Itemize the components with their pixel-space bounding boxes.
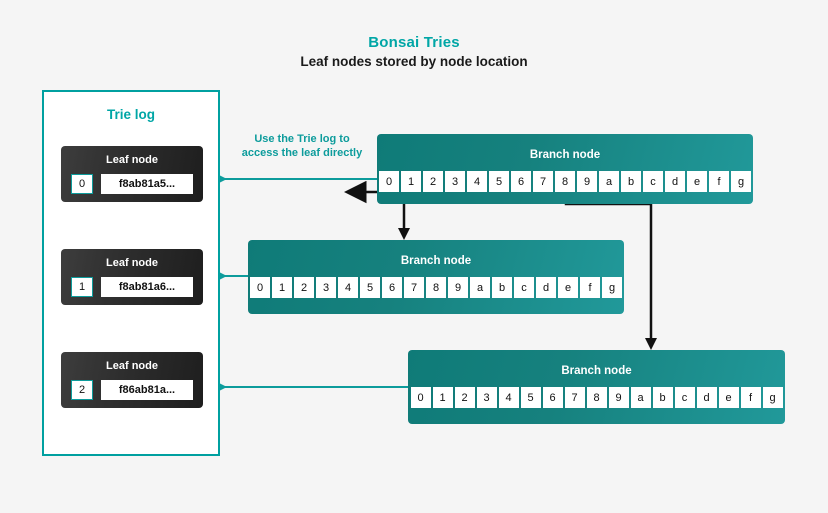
leaf-node-1-label: Leaf node [106, 257, 158, 269]
branch-cell-6[interactable]: 6 [542, 387, 563, 408]
trie-log-title: Trie log [106, 107, 155, 122]
branch-cell-5[interactable]: 5 [520, 387, 541, 408]
branch-cell-9[interactable]: 9 [577, 171, 597, 192]
branch-cell-b[interactable]: b [492, 277, 512, 298]
branch-cell-c[interactable]: c [643, 171, 663, 192]
leaf-node-2-index: 2 [71, 380, 93, 400]
leaf-node-1-hash: f8ab81a6... [101, 277, 193, 297]
branch-cell-9[interactable]: 9 [448, 277, 468, 298]
branch-cell-g[interactable]: g [602, 277, 622, 298]
branch-cell-8[interactable]: 8 [555, 171, 575, 192]
branch-cell-e[interactable]: e [558, 277, 578, 298]
leaf-node-2-hash: f86ab81a... [101, 380, 193, 400]
branch-cell-3[interactable]: 3 [476, 387, 497, 408]
branch-cell-1[interactable]: 1 [272, 277, 292, 298]
branch-cell-0[interactable]: 0 [410, 387, 431, 408]
leaf-node-1-index: 1 [71, 277, 93, 297]
arrowhead-branch3 [645, 338, 657, 350]
branch-cell-a[interactable]: a [599, 171, 619, 192]
branch-cell-d[interactable]: d [536, 277, 556, 298]
branch-node-3-label: Branch node [561, 365, 632, 377]
page-subtitle: Leaf nodes stored by node location [300, 54, 528, 69]
branch-cell-4[interactable]: 4 [498, 387, 519, 408]
branch-cell-e[interactable]: e [718, 387, 739, 408]
branch-cell-2[interactable]: 2 [454, 387, 475, 408]
branch-cell-f[interactable]: f [709, 171, 729, 192]
leaf-node-0-index: 0 [71, 174, 93, 194]
arrowhead-branch2 [398, 228, 410, 240]
branch-cell-7[interactable]: 7 [404, 277, 424, 298]
annotation-line-1: Use the Trie log to [254, 133, 350, 145]
branch-cell-b[interactable]: b [652, 387, 673, 408]
branch-cell-b[interactable]: b [621, 171, 641, 192]
branch-cell-9[interactable]: 9 [608, 387, 629, 408]
leaf-node-2-label: Leaf node [106, 360, 158, 372]
branch-cell-1[interactable]: 1 [401, 171, 421, 192]
branch-cell-5[interactable]: 5 [489, 171, 509, 192]
branch-cell-1[interactable]: 1 [432, 387, 453, 408]
branch-node-2-label: Branch node [400, 255, 472, 267]
page-title: Bonsai Tries [368, 34, 460, 51]
branch-cell-2[interactable]: 2 [294, 277, 314, 298]
branch-cell-c[interactable]: c [514, 277, 534, 298]
branch-cell-6[interactable]: 6 [382, 277, 402, 298]
leaf-node-0-hash: f8ab81a5... [101, 174, 193, 194]
branch-cell-2[interactable]: 2 [423, 171, 443, 192]
branch-cell-d[interactable]: d [665, 171, 685, 192]
branch-node-1-label: Branch node [529, 149, 601, 161]
branch-cell-4[interactable]: 4 [338, 277, 358, 298]
leaf-node-2[interactable]: Leaf node 2 f86ab81a... [61, 352, 203, 408]
branch-cell-e[interactable]: e [687, 171, 707, 192]
annotation-trie-log-access: Use the Trie log to access the leaf dire… [226, 132, 378, 160]
branch-cell-4[interactable]: 4 [467, 171, 487, 192]
branch-cell-d[interactable]: d [696, 387, 717, 408]
branch-cell-g[interactable]: g [762, 387, 783, 408]
leaf-node-0-label: Leaf node [106, 154, 158, 166]
branch-cell-a[interactable]: a [470, 277, 490, 298]
branch-cell-f[interactable]: f [580, 277, 600, 298]
branch-cell-6[interactable]: 6 [511, 171, 531, 192]
branch-cell-0[interactable]: 0 [250, 277, 270, 298]
leaf-node-0[interactable]: Leaf node 0 f8ab81a5... [61, 146, 203, 202]
branch-cell-0[interactable]: 0 [379, 171, 399, 192]
branch-cell-a[interactable]: a [630, 387, 651, 408]
branch-cell-7[interactable]: 7 [533, 171, 553, 192]
branch-cell-f[interactable]: f [740, 387, 761, 408]
branch-cell-g[interactable]: g [731, 171, 751, 192]
branch-cell-3[interactable]: 3 [316, 277, 336, 298]
branch-cell-3[interactable]: 3 [445, 171, 465, 192]
branch-cell-8[interactable]: 8 [426, 277, 446, 298]
branch-cell-8[interactable]: 8 [586, 387, 607, 408]
annotation-line-2: access the leaf directly [241, 147, 363, 159]
leaf-node-1[interactable]: Leaf node 1 f8ab81a6... [61, 249, 203, 305]
branch-cell-c[interactable]: c [674, 387, 695, 408]
branch-cell-5[interactable]: 5 [360, 277, 380, 298]
branch-cell-7[interactable]: 7 [564, 387, 585, 408]
